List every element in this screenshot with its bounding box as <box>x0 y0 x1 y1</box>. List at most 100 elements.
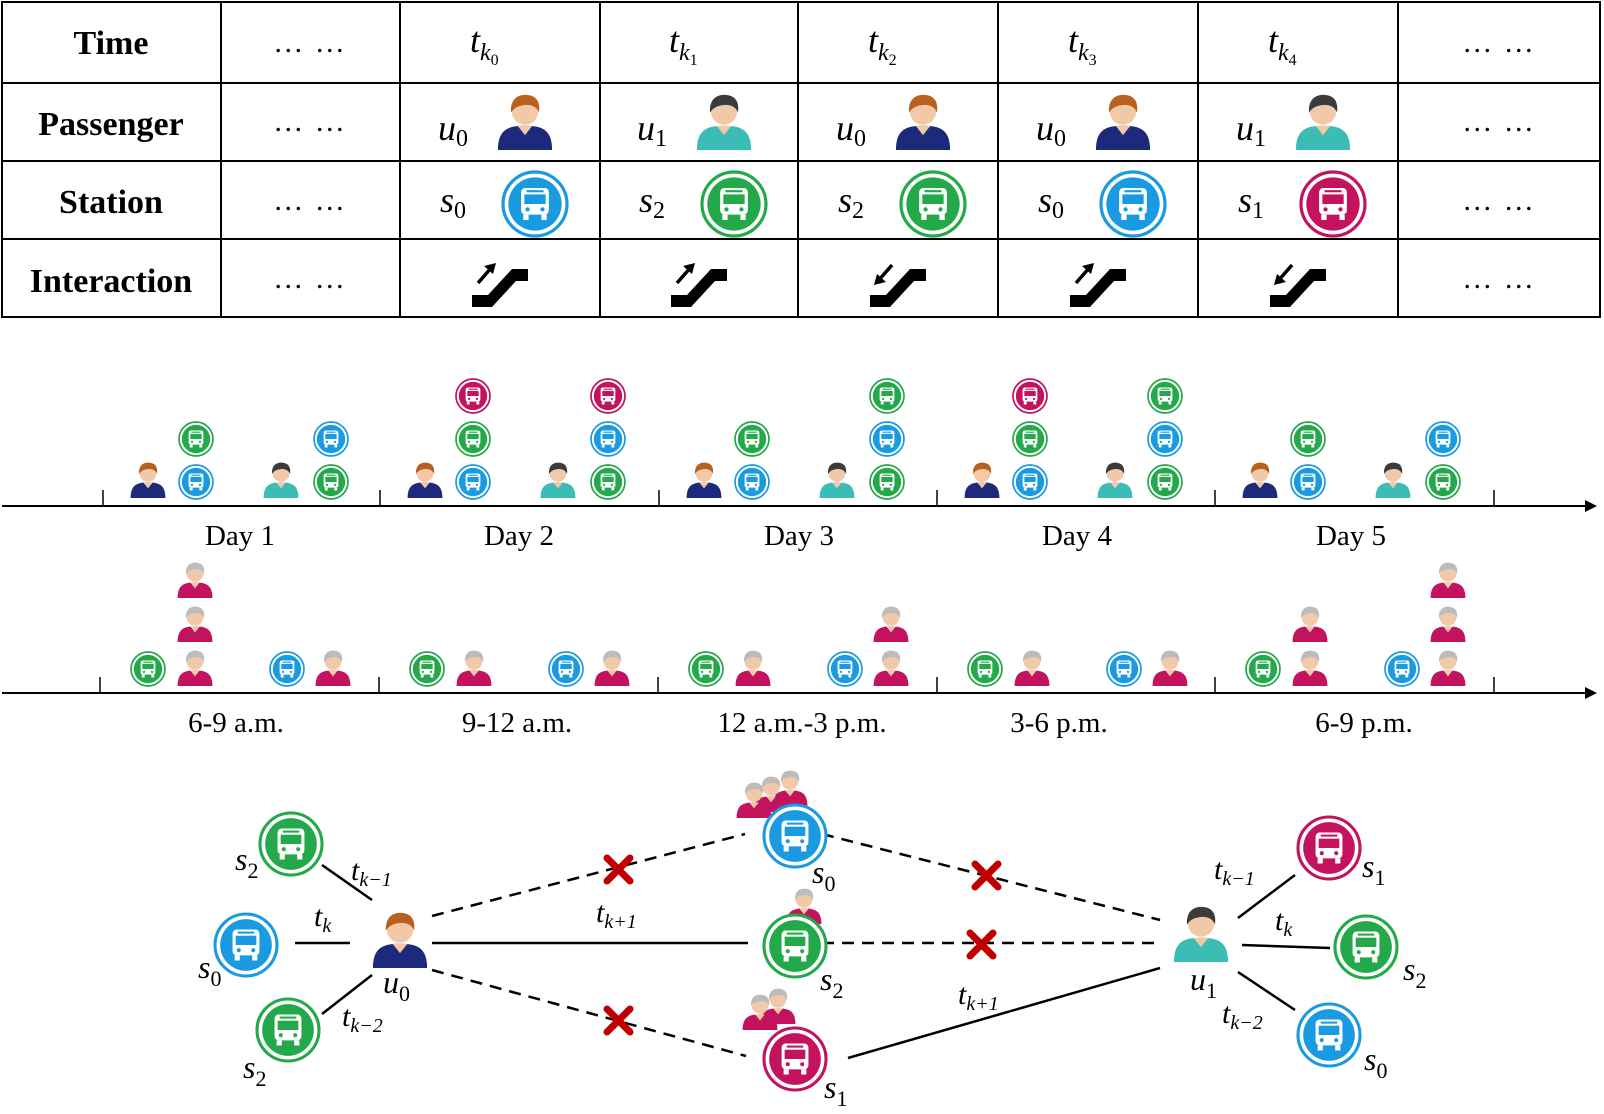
bus-station-icon <box>899 170 967 238</box>
edge-label-tk: tk <box>314 900 332 937</box>
bus-station-icon <box>1147 421 1183 457</box>
passenger-u1-icon <box>1097 462 1133 498</box>
bus-station-icon <box>827 651 863 687</box>
elderly-passenger-icon <box>1292 606 1328 642</box>
edge-label-tk-2-right: tk−2 <box>1222 997 1263 1034</box>
escalator-up-icon <box>1070 263 1126 307</box>
bus-station-icon <box>1012 421 1048 457</box>
hour-label-5: 6-9 p.m. <box>1315 707 1412 739</box>
passenger-u1-icon <box>696 94 752 150</box>
elderly-passenger-icon <box>735 650 771 686</box>
bus-station-icon <box>590 464 626 500</box>
bus-station-icon <box>869 464 905 500</box>
elderly-passenger-icon <box>315 650 351 686</box>
bus-station-icon <box>313 464 349 500</box>
bus-station-icon <box>130 651 166 687</box>
elderly-passenger-icon <box>177 562 213 598</box>
label-s2-right: s2 <box>1403 951 1426 993</box>
bus-station-icon <box>258 811 324 877</box>
bus-station-icon <box>762 803 828 869</box>
station-label: s2 <box>639 180 665 224</box>
bus-station-icon <box>1384 651 1420 687</box>
row-header-passenger: Passenger <box>38 106 183 143</box>
hour-label-3: 12 a.m.-3 p.m. <box>717 707 886 739</box>
cross-icon <box>971 860 1002 891</box>
days-ticks <box>102 490 1495 506</box>
label-u1: u1 <box>1190 961 1217 1003</box>
bus-station-icon <box>409 651 445 687</box>
elderly-passenger-icon <box>177 650 213 686</box>
bus-station-icon <box>734 464 770 500</box>
bus-station-icon <box>1012 378 1048 414</box>
station-label: s0 <box>440 180 466 224</box>
label-s0-mid: s0 <box>812 854 835 896</box>
bus-station-icon <box>455 378 491 414</box>
passenger-u0-icon <box>895 94 951 150</box>
label-s2-bottom: s2 <box>243 1049 266 1091</box>
passenger-label: u1 <box>1236 108 1266 152</box>
bus-station-icon <box>313 421 349 457</box>
bus-station-icon <box>1147 378 1183 414</box>
row-header-station: Station <box>59 184 163 221</box>
passenger-u0-icon <box>964 462 1000 498</box>
elderly-passenger-icon <box>594 650 630 686</box>
hour-label-4: 3-6 p.m. <box>1010 707 1107 739</box>
bus-station-icon <box>1245 651 1281 687</box>
edge-label-tk+1-right: tk+1 <box>958 978 999 1015</box>
day-label-5: Day 5 <box>1316 520 1386 552</box>
station-label: s1 <box>1238 180 1264 224</box>
elderly-passenger-icon <box>873 650 909 686</box>
station-label: s0 <box>1038 180 1064 224</box>
passenger-u0-icon <box>407 462 443 498</box>
bus-station-icon <box>455 421 491 457</box>
elderly-passenger-icon <box>736 782 772 818</box>
bus-station-icon <box>1012 464 1048 500</box>
escalator-up-icon <box>671 263 727 307</box>
cross-icon <box>603 1005 634 1036</box>
passenger-u0-icon <box>686 462 722 498</box>
bus-station-icon <box>734 421 770 457</box>
label-s2-mid: s2 <box>820 961 843 1003</box>
hour-label-1: 6-9 a.m. <box>188 707 284 739</box>
bus-station-icon <box>255 997 321 1063</box>
passenger-label: u0 <box>1036 108 1066 152</box>
time-label: tk3 <box>1068 20 1097 69</box>
interaction-table: Time Passenger Station Interaction … … …… <box>1 1 1601 318</box>
bus-station-icon <box>590 378 626 414</box>
passenger-u1-icon <box>540 462 576 498</box>
elderly-passenger-icon <box>1152 650 1188 686</box>
bus-station-icon <box>1296 1002 1362 1068</box>
passenger-u1-icon <box>1173 906 1229 962</box>
interaction-graph: s2 s0 s2 u0 tk−1 tk tk−2 tk+1 s0 s2 s1 t… <box>198 770 1426 1111</box>
day-label-4: Day 4 <box>1042 520 1113 552</box>
passenger-u0-icon <box>130 462 166 498</box>
bus-station-icon <box>1099 170 1167 238</box>
bus-station-icon <box>1106 651 1142 687</box>
ellipsis: … … <box>273 184 347 217</box>
time-label: tk4 <box>1268 20 1297 69</box>
edge-label-tk-1-right: tk−1 <box>1214 853 1255 890</box>
bus-station-icon <box>501 170 569 238</box>
ellipsis: … … <box>273 105 347 138</box>
hour-label-2: 9-12 a.m. <box>462 707 572 739</box>
edge-label-tk+1-left: tk+1 <box>596 896 637 933</box>
bus-station-icon <box>688 651 724 687</box>
escalator-down-icon <box>1270 263 1326 307</box>
bus-station-icon <box>548 651 584 687</box>
edge-label-tk-right: tk <box>1275 904 1293 941</box>
bus-station-icon <box>1296 815 1362 881</box>
label-s1-right: s1 <box>1362 848 1385 890</box>
day-label-1: Day 1 <box>205 520 275 552</box>
ellipsis: … … <box>1462 262 1536 295</box>
bus-station-icon <box>1425 421 1461 457</box>
hours-icons <box>130 562 1466 687</box>
passenger-u0-icon <box>1095 94 1151 150</box>
ellipsis: … … <box>1462 184 1536 217</box>
elderly-passenger-icon <box>1430 562 1466 598</box>
passenger-label: u0 <box>438 108 468 152</box>
elderly-passenger-icon <box>177 606 213 642</box>
label-s2-top: s2 <box>235 841 258 883</box>
label-u0: u0 <box>383 964 410 1006</box>
